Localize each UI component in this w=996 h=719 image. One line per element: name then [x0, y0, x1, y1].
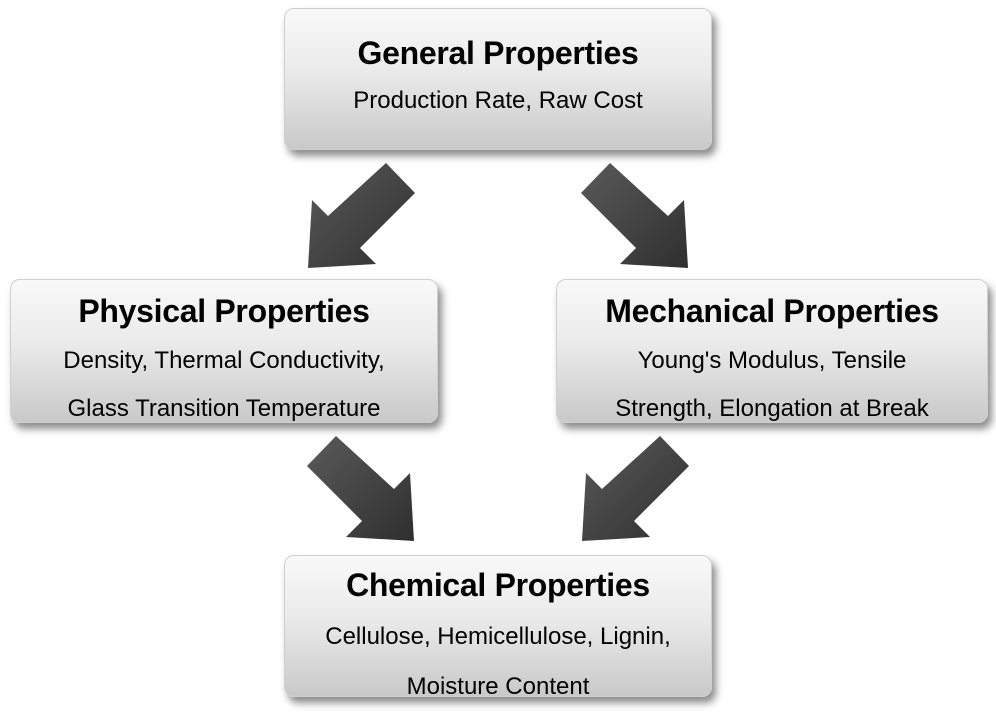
- general-properties-desc: Production Rate, Raw Cost: [353, 87, 643, 114]
- chemical-properties-desc-line2: Moisture Content: [406, 673, 590, 700]
- physical-properties-desc-line1: Density, Thermal Conductivity,: [63, 347, 385, 374]
- general-properties-title: General Properties: [357, 35, 639, 71]
- mechanical-properties-box: Mechanical Properties Young's Modulus, T…: [556, 279, 988, 423]
- arrow-physical-to-chemical: [307, 436, 414, 541]
- mechanical-properties-desc-line1: Young's Modulus, Tensile: [637, 347, 907, 374]
- arrow-mechanical-to-chemical: [582, 436, 689, 541]
- physical-properties-box: Physical Properties Density, Thermal Con…: [10, 279, 438, 423]
- mechanical-properties-title: Mechanical Properties: [605, 293, 939, 329]
- physical-properties-title: Physical Properties: [78, 293, 370, 329]
- chemical-properties-box: Chemical Properties Cellulose, Hemicellu…: [284, 555, 712, 700]
- arrow-general-to-physical: [308, 163, 415, 268]
- physical-properties-desc-line2: Glass Transition Temperature: [67, 395, 381, 422]
- arrow-general-to-mechanical: [581, 163, 688, 268]
- mechanical-properties-desc-line2: Strength, Elongation at Break: [615, 395, 929, 422]
- chemical-properties-desc-line1: Cellulose, Hemicellulose, Lignin,: [325, 623, 671, 650]
- general-properties-box: General Properties Production Rate, Raw …: [284, 8, 712, 150]
- chemical-properties-title: Chemical Properties: [346, 567, 650, 603]
